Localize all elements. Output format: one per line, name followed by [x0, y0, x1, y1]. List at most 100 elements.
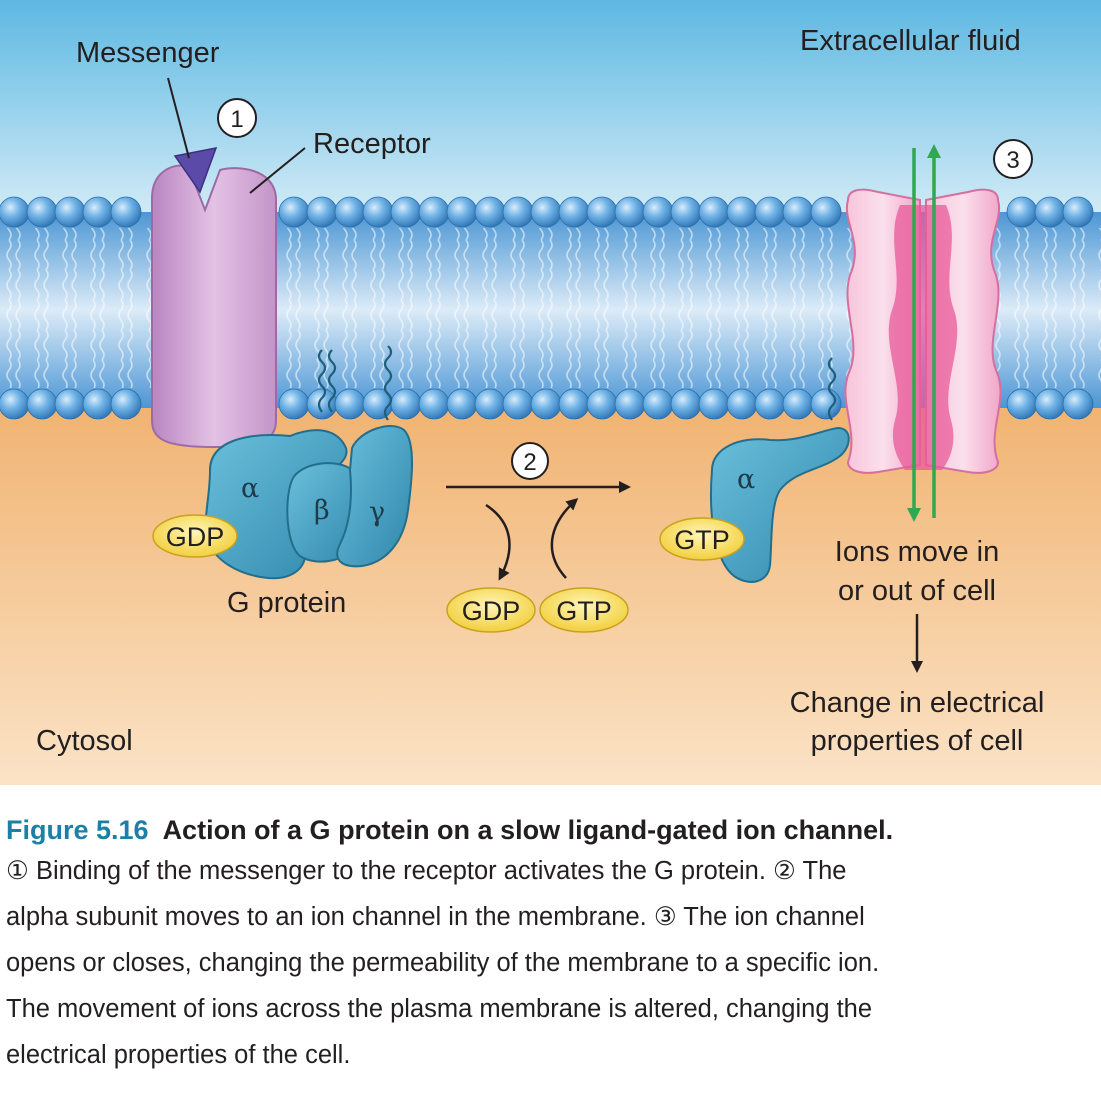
- phospholipid-head: [474, 388, 506, 420]
- phospholipid-head: [558, 388, 590, 420]
- inner-phospholipid-heads: [0, 388, 1094, 420]
- receptor-leader-line: [249, 147, 306, 194]
- ion-channel-pore: [888, 205, 958, 470]
- phospholipid-head: [278, 196, 310, 228]
- phospholipid-head: [110, 388, 142, 420]
- phospholipid-head: [334, 388, 366, 420]
- g-protein-label: G protein: [227, 587, 346, 619]
- caption-line-1: ① Binding of the messenger to the recept…: [6, 857, 847, 885]
- lipid-anchors: [317, 345, 837, 421]
- beta-label: β: [314, 495, 330, 526]
- phospholipid-head: [1006, 388, 1038, 420]
- phospholipid-head: [474, 196, 506, 228]
- phospholipid-head: [278, 388, 310, 420]
- caption-line-3: opens or closes, changing the permeabili…: [6, 949, 880, 977]
- phospholipid-head: [782, 196, 814, 228]
- ion-channel: [844, 188, 1002, 474]
- phospholipid-head: [810, 196, 842, 228]
- phospholipid-head: [306, 388, 338, 420]
- outer-phospholipid-heads: [0, 196, 1094, 228]
- phospholipid-head: [670, 196, 702, 228]
- phospholipid-head: [1062, 388, 1094, 420]
- svg-text:GTP: GTP: [674, 525, 730, 555]
- svg-text:3: 3: [1006, 147, 1019, 174]
- receptor-label: Receptor: [313, 128, 431, 160]
- phospholipid-head: [390, 196, 422, 228]
- gtp-binding-arrow: [550, 498, 579, 579]
- phospholipid-head: [1034, 388, 1066, 420]
- phospholipid-head: [54, 196, 86, 228]
- phospholipid-head: [306, 196, 338, 228]
- phospholipid-head: [754, 196, 786, 228]
- phospholipid-head: [586, 196, 618, 228]
- extracellular-fluid-label: Extracellular fluid: [800, 25, 1021, 57]
- receptor-protein: [151, 164, 277, 449]
- phospholipid-head: [754, 388, 786, 420]
- phospholipid-head: [530, 388, 562, 420]
- phospholipid-head: [446, 388, 478, 420]
- phospholipid-head: [642, 388, 674, 420]
- phospholipid-head: [1006, 196, 1038, 228]
- gamma-subunit: [336, 425, 413, 568]
- phospholipid-head: [810, 388, 842, 420]
- ions-move-label-line2: or out of cell: [838, 575, 996, 607]
- step-2-marker: 2: [511, 442, 549, 480]
- svg-text:GDP: GDP: [166, 522, 225, 552]
- phospholipid-head: [698, 196, 730, 228]
- phospholipid-head: [334, 196, 366, 228]
- phospholipid-head: [586, 388, 618, 420]
- svg-text:GDP: GDP: [462, 596, 521, 626]
- activated-alpha-label: α: [737, 464, 755, 495]
- caption-line-2: alpha subunit moves to an ion channel in…: [6, 903, 865, 931]
- phospholipid-head: [0, 196, 30, 228]
- phospholipid-head: [726, 196, 758, 228]
- figure-number: Figure 5.16: [6, 815, 149, 845]
- change-label-line2: properties of cell: [811, 725, 1024, 757]
- phospholipid-head: [26, 388, 58, 420]
- alpha-label: α: [241, 473, 259, 504]
- g-protein: [204, 425, 413, 580]
- phospholipid-head: [26, 196, 58, 228]
- gtp-source-badge: GTP: [539, 587, 629, 633]
- svg-text:1: 1: [230, 106, 243, 133]
- phospholipid-head: [502, 388, 534, 420]
- gdp-bound-badge: GDP: [152, 514, 238, 558]
- phospholipid-head: [446, 196, 478, 228]
- gamma-label: γ: [369, 497, 385, 528]
- svg-text:2: 2: [523, 449, 536, 476]
- phospholipid-head: [0, 388, 30, 420]
- phospholipid-head: [726, 388, 758, 420]
- phospholipid-head: [698, 388, 730, 420]
- gdp-release-arrow: [485, 503, 511, 581]
- step-1-marker: 1: [217, 98, 257, 138]
- phospholipid-head: [558, 196, 590, 228]
- gtp-on-alpha-badge: GTP: [659, 517, 745, 561]
- gdp-released-badge: GDP: [446, 587, 536, 633]
- phospholipid-head: [642, 196, 674, 228]
- phospholipid-head: [390, 388, 422, 420]
- phospholipid-head: [54, 388, 86, 420]
- phospholipid-head: [82, 388, 114, 420]
- phospholipid-head: [110, 196, 142, 228]
- g-protein-diagram: α β γ α GDP GTP GDP GTP 1 2 3 Messenger …: [0, 0, 1101, 785]
- step-3-marker: 3: [993, 139, 1033, 179]
- phospholipid-head: [502, 196, 534, 228]
- phospholipid-head: [614, 196, 646, 228]
- messenger-label: Messenger: [76, 37, 220, 69]
- change-label-line1: Change in electrical: [790, 687, 1045, 719]
- phospholipid-head: [614, 388, 646, 420]
- cytosol-label: Cytosol: [36, 725, 133, 757]
- phospholipid-head: [1034, 196, 1066, 228]
- phospholipid-head: [418, 388, 450, 420]
- phospholipid-head: [782, 388, 814, 420]
- ions-move-label-line1: Ions move in: [835, 536, 999, 568]
- caption-line-5: electrical properties of the cell.: [6, 1041, 351, 1069]
- phospholipid-head: [82, 196, 114, 228]
- svg-text:GTP: GTP: [556, 596, 612, 626]
- phospholipid-head: [670, 388, 702, 420]
- caption-line-4: The movement of ions across the plasma m…: [6, 995, 873, 1023]
- phospholipid-head: [530, 196, 562, 228]
- phospholipid-head: [1062, 196, 1094, 228]
